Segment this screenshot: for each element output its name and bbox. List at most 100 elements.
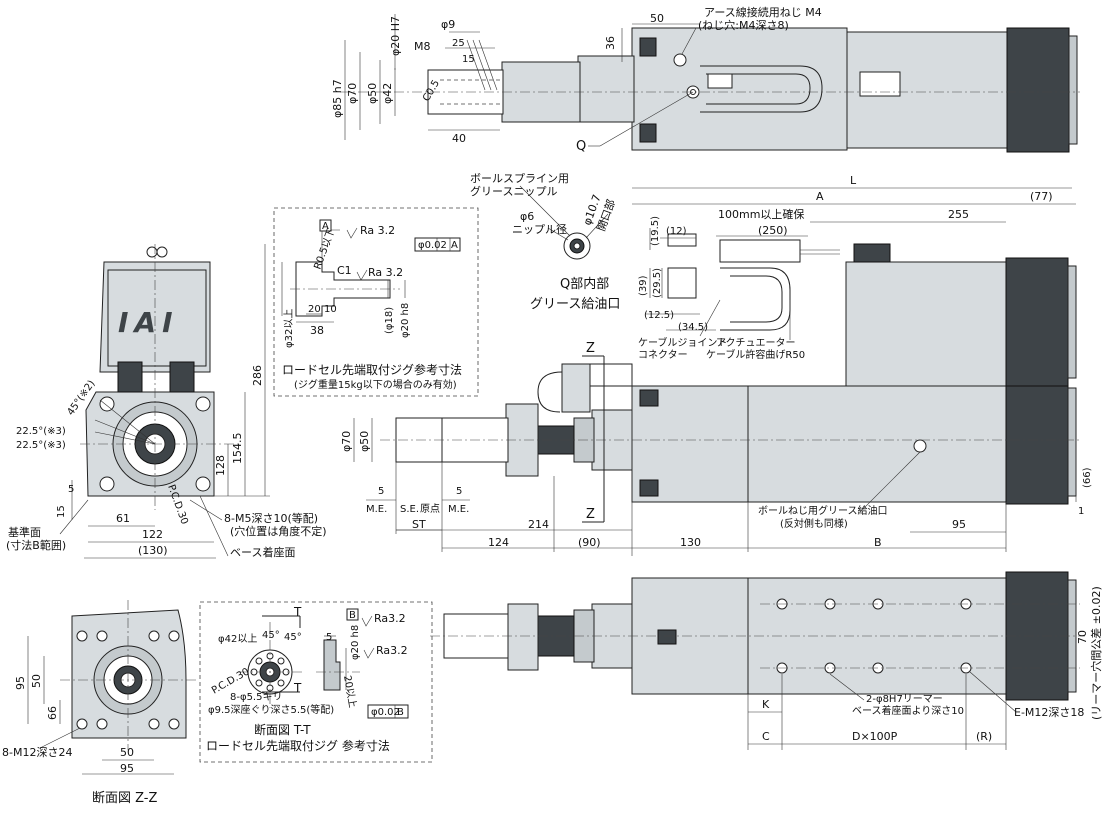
tt-a45a: 45° <box>262 630 280 641</box>
side-bend: ケーブル許容曲げR50 <box>706 348 805 361</box>
side-d195: (19.5) <box>650 216 661 246</box>
side-d124: 124 <box>488 536 509 549</box>
front-d122: 122 <box>142 528 163 541</box>
front-d15: 15 <box>56 505 67 518</box>
bottom-pitch: D×100P <box>852 730 898 743</box>
side-d50: φ50 <box>358 431 371 452</box>
side-d66: (66) <box>1082 467 1093 488</box>
front-holes: 8-M5深さ10(等配) <box>224 511 318 525</box>
side-cable-joint-2: コネクター <box>638 349 688 361</box>
earth-screw-label: アース線接続用ねじ M4 <box>704 5 822 19</box>
tt-t2: T <box>293 681 302 695</box>
tt-box-b: B <box>349 610 356 621</box>
side-d95: 95 <box>952 518 966 531</box>
front-d61: 61 <box>116 512 130 525</box>
jig-tol: φ0.02 <box>418 240 447 251</box>
tt-holes: 8-φ5.5キリ <box>230 692 282 703</box>
zz-d95v: 95 <box>14 676 27 690</box>
bottom-R: (R) <box>976 730 992 743</box>
front-a225-1: 22.5°(※3) <box>16 426 66 437</box>
jig-detail <box>273 207 479 397</box>
side-d5a: 5 <box>378 486 384 497</box>
front-d5: 5 <box>68 484 74 495</box>
dim-d15: 15 <box>462 54 475 65</box>
bottom-reamer-2: ベース着座面より深さ10 <box>852 704 964 717</box>
q-label: Q <box>576 139 586 154</box>
jig-d38: 38 <box>310 324 324 337</box>
tt-d20: 20以上 <box>341 674 359 708</box>
side-d250: (250) <box>758 224 788 237</box>
tt-d20h8: φ20 h8 <box>350 625 361 660</box>
bottom-em-holes: E-M12深さ18 <box>1014 706 1084 719</box>
side-z-bot: Z <box>586 507 595 522</box>
tt-d5: 5 <box>326 632 332 643</box>
tt-ra2: Ra3.2 <box>376 644 408 657</box>
jig-r05: R0.5以下 <box>312 227 337 271</box>
grease-caption-2: グリース給油口 <box>530 297 620 312</box>
side-d255: 255 <box>948 208 969 221</box>
zz-d50h: 50 <box>120 746 134 759</box>
side-d130: 130 <box>680 536 701 549</box>
zz-holes: 8-M12深さ24 <box>2 746 72 759</box>
side-d39: (39) <box>638 275 649 296</box>
side-d345: (34.5) <box>678 322 708 333</box>
jig-d20h8: φ20 h8 <box>400 303 411 338</box>
bottom-C: C <box>762 730 770 743</box>
front-d1545: 154.5 <box>231 433 244 465</box>
tt-caption-2: ロードセル先端取付ジグ 参考寸法 <box>206 738 390 753</box>
dim-d85h7: φ85 h7 <box>331 79 344 118</box>
zz-d66v: 66 <box>46 706 59 720</box>
jig-box-a: A <box>322 221 329 232</box>
front-holes-note: (穴位置は角度不定) <box>230 524 327 538</box>
dim-d50w: 50 <box>650 12 664 25</box>
jig-d32: φ32以上 <box>283 309 295 348</box>
side-d295: (29.5) <box>652 268 663 298</box>
side-me2: M.E. <box>448 504 469 515</box>
bottom-d70: 70 <box>1076 630 1089 644</box>
tt-a45b: 45° <box>284 632 302 643</box>
front-base-ref-note: (寸法B範囲) <box>6 538 66 552</box>
dim-d42-top: φ42 <box>381 83 394 104</box>
dim-m8: M8 <box>414 40 431 53</box>
grease-nipple: ニップル径 <box>512 223 567 236</box>
side-L: L <box>850 174 857 187</box>
side-se: S.E. <box>400 504 419 515</box>
dim-d70-top: φ70 <box>346 83 359 104</box>
side-view <box>353 187 1080 556</box>
side-d100: 100mm以上確保 <box>718 207 804 221</box>
side-cable-joint: ケーブルジョイント <box>638 336 727 349</box>
side-actuator: アクチュエーター <box>716 337 796 349</box>
grease-title-1: ボールスプライン用 <box>470 172 569 185</box>
front-view <box>59 244 270 559</box>
jig-ra: Ra 3.2 <box>360 224 395 237</box>
side-d70: φ70 <box>340 431 353 452</box>
tt-t1: T <box>293 605 302 619</box>
dim-d50-top: φ50 <box>366 83 379 104</box>
side-d125: (12.5) <box>644 310 674 321</box>
top-view <box>340 14 1080 153</box>
tt-tol: φ0.02 <box>371 707 400 718</box>
tt-d42: φ42以上 <box>218 633 257 645</box>
jig-d18: (φ18) <box>384 307 395 334</box>
jig-tol-ref: A <box>451 240 458 251</box>
side-me1: M.E. <box>366 504 387 515</box>
dim-d36: 36 <box>604 36 617 50</box>
front-d128: 128 <box>214 455 227 476</box>
tt-ra1: Ra3.2 <box>374 612 406 625</box>
section-tt <box>199 601 433 763</box>
tt-tol-ref: B <box>397 707 404 718</box>
earth-screw-sub: (ねじ穴:M4深さ8) <box>698 18 789 32</box>
jig-note: (ジグ重量15kg以下の場合のみ有効) <box>294 378 457 391</box>
front-a225-2: 22.5°(※3) <box>16 440 66 451</box>
section-zz <box>27 600 196 775</box>
grease-caption-1: Q部内部 <box>560 276 609 292</box>
side-z-top: Z <box>586 341 595 356</box>
side-B: B <box>874 536 882 549</box>
side-d214: 214 <box>528 518 549 531</box>
side-d90: (90) <box>578 536 601 549</box>
bottom-reamer: 2-φ8H7リーマー <box>866 694 943 705</box>
bottom-reamer-tol: (リーマー穴間公差 ±0.02) <box>1089 586 1103 720</box>
dim-d20h7: φ20 H7 <box>389 16 402 56</box>
side-origin: 原点 <box>420 503 440 515</box>
